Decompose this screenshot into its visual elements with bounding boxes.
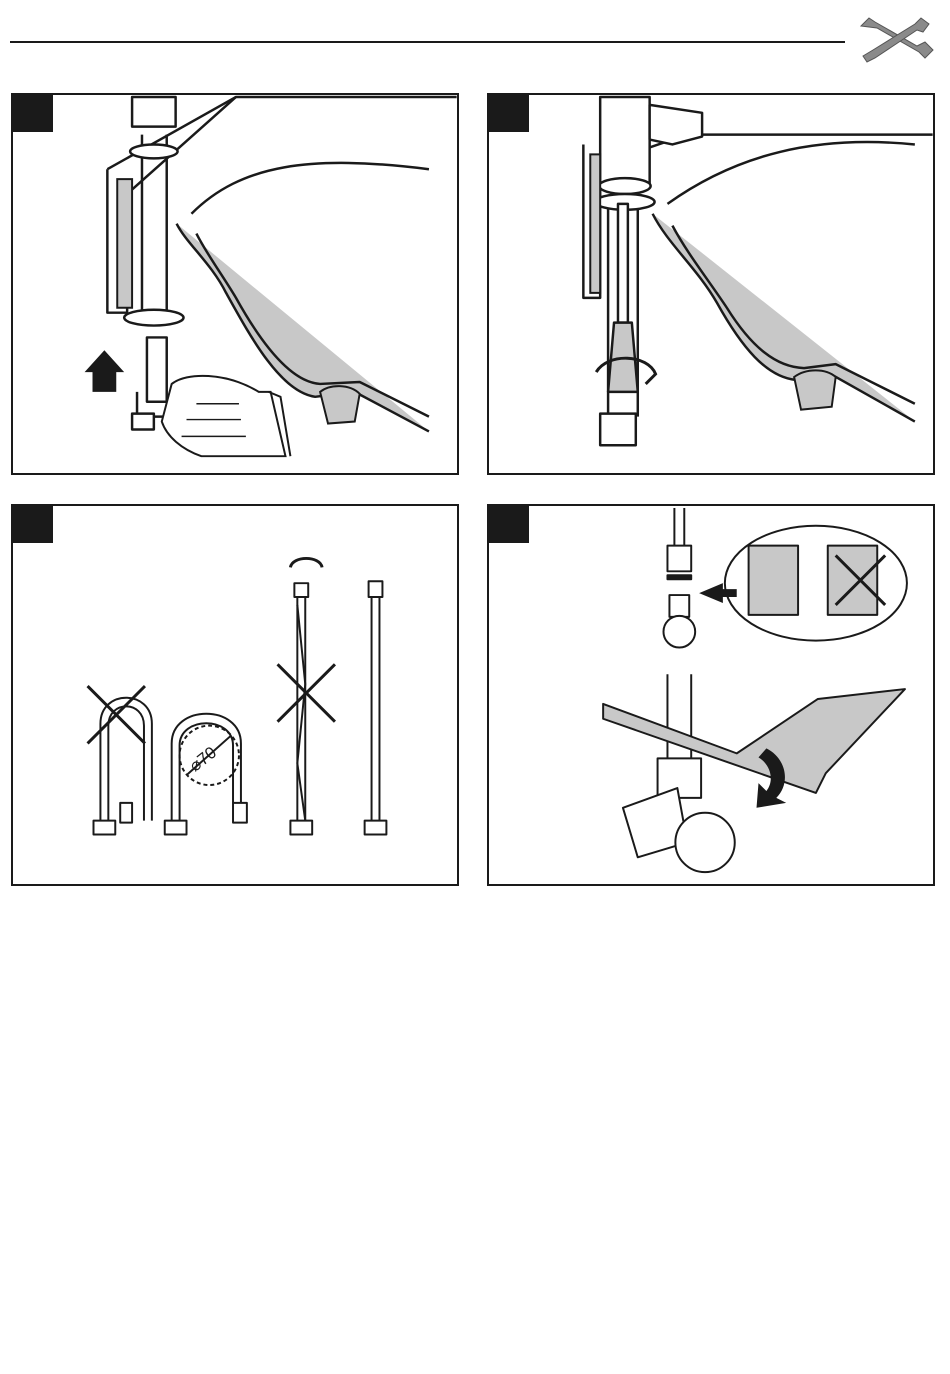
wrench-screwdriver-icon <box>855 8 937 70</box>
step-number-badge <box>489 95 529 132</box>
step-1-illustration <box>13 95 457 473</box>
step-number-badge <box>13 95 53 132</box>
step-panel-3: ⌀70 <box>11 504 459 886</box>
step-number-badge <box>13 506 53 543</box>
step-2-illustration <box>489 95 933 473</box>
step-number-badge <box>489 506 529 543</box>
step-panel-1 <box>11 93 459 475</box>
step-3-illustration: ⌀70 <box>13 506 457 884</box>
step-panel-2 <box>487 93 935 475</box>
step-panel-4 <box>487 504 935 886</box>
step-4-illustration <box>489 506 933 884</box>
header-rule <box>10 41 845 43</box>
